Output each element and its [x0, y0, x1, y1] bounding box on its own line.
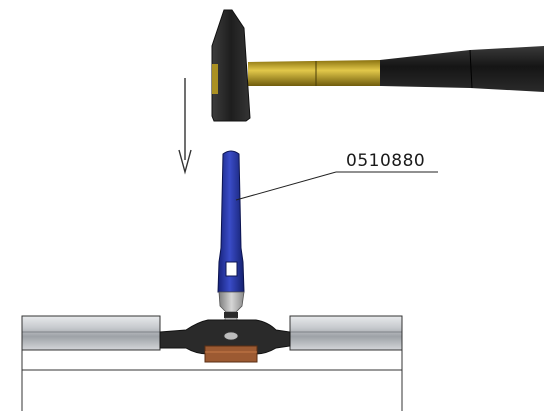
tool-shaft	[217, 150, 245, 293]
hammer-head	[211, 9, 251, 122]
drift-tool	[217, 150, 245, 327]
callout-leader	[235, 171, 438, 201]
copper-block	[204, 345, 258, 363]
left-bar	[21, 315, 161, 351]
arrow-down-icon	[178, 78, 192, 175]
hammer-icon	[211, 9, 544, 122]
part-number-label: 0510880	[346, 151, 426, 171]
hammer-collar	[248, 60, 380, 86]
right-bar	[289, 315, 403, 351]
hammer-grip	[380, 46, 544, 92]
base-frame	[21, 316, 403, 411]
tool-tip	[218, 291, 245, 313]
workpiece	[21, 315, 403, 363]
